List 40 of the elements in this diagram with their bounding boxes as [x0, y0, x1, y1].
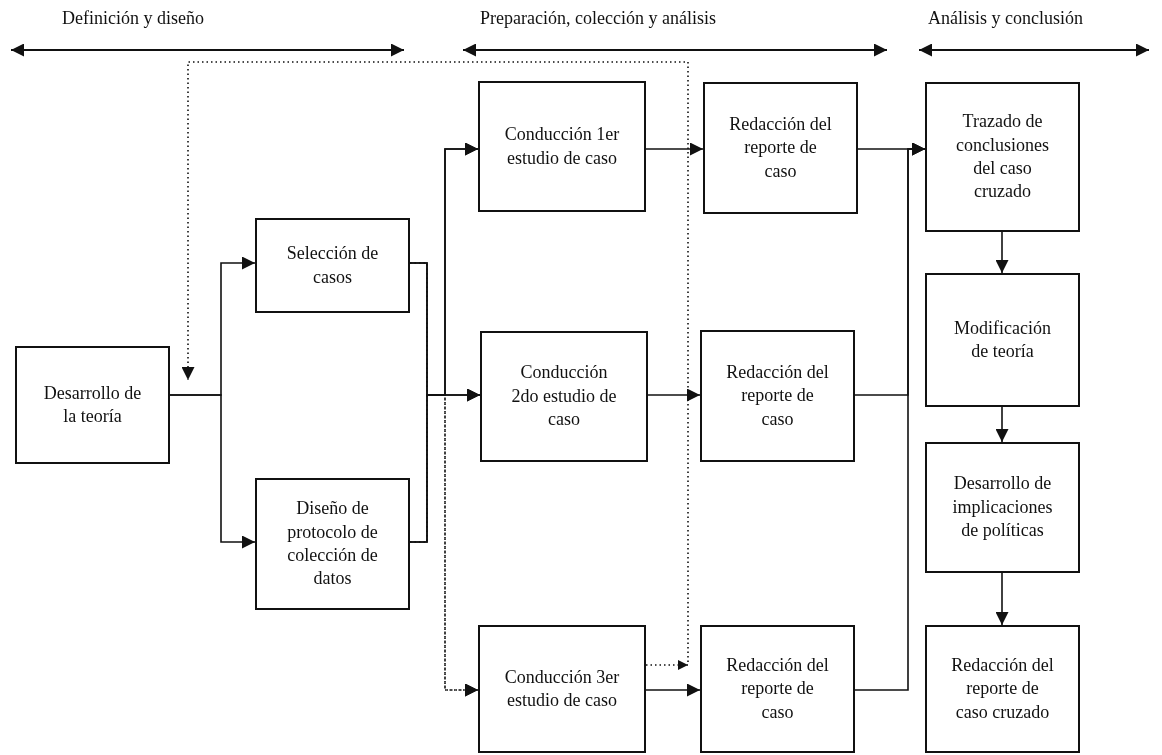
box-label: Selección de casos — [285, 242, 380, 289]
arrow — [645, 142, 704, 156]
box-label: Desarrollo de implicaciones de políticas — [951, 472, 1054, 543]
arrow — [169, 394, 256, 549]
box-label: Redacción del reporte de caso cruzado — [951, 653, 1054, 724]
box-label: Redacción del reporte de caso — [729, 112, 832, 183]
arrow — [409, 388, 481, 543]
box-label: Conducción 3er estudio de caso — [504, 665, 620, 712]
arrow — [995, 572, 1009, 626]
box-label: Diseño de protocolo de colección de datos — [286, 497, 379, 591]
box-label: Conducción 2do estudio de caso — [510, 361, 618, 432]
box-label: Conducción 1er estudio de caso — [504, 123, 620, 170]
arrow — [854, 142, 926, 691]
process-box — [925, 442, 1080, 573]
arrow — [645, 683, 701, 697]
arrow — [647, 388, 701, 402]
box-label: Redacción del reporte de caso — [726, 653, 829, 724]
phase-label: Análisis y conclusión — [928, 8, 1083, 29]
arrow — [995, 406, 1009, 443]
process-box — [15, 346, 170, 464]
arrow — [995, 231, 1009, 274]
box-label: Desarrollo de la teoría — [42, 381, 143, 428]
process-box — [478, 625, 646, 753]
process-box — [925, 273, 1080, 407]
box-label: Redacción del reporte de caso — [726, 360, 829, 431]
process-box — [480, 331, 648, 462]
process-box — [478, 81, 646, 212]
process-box — [255, 478, 410, 610]
phase-label: Definición y diseño — [62, 8, 204, 29]
phase-label: Preparación, colección y análisis — [480, 8, 716, 29]
process-box — [925, 625, 1080, 753]
process-box — [700, 625, 855, 753]
box-label: Modificación de teoría — [953, 316, 1052, 363]
arrow — [409, 394, 479, 697]
arrow — [181, 61, 689, 666]
process-box — [700, 330, 855, 462]
process-box — [255, 218, 410, 313]
process-box — [703, 82, 858, 214]
box-label: Trazado de conclusiones del caso cruzado — [955, 110, 1050, 204]
process-box — [925, 82, 1080, 232]
